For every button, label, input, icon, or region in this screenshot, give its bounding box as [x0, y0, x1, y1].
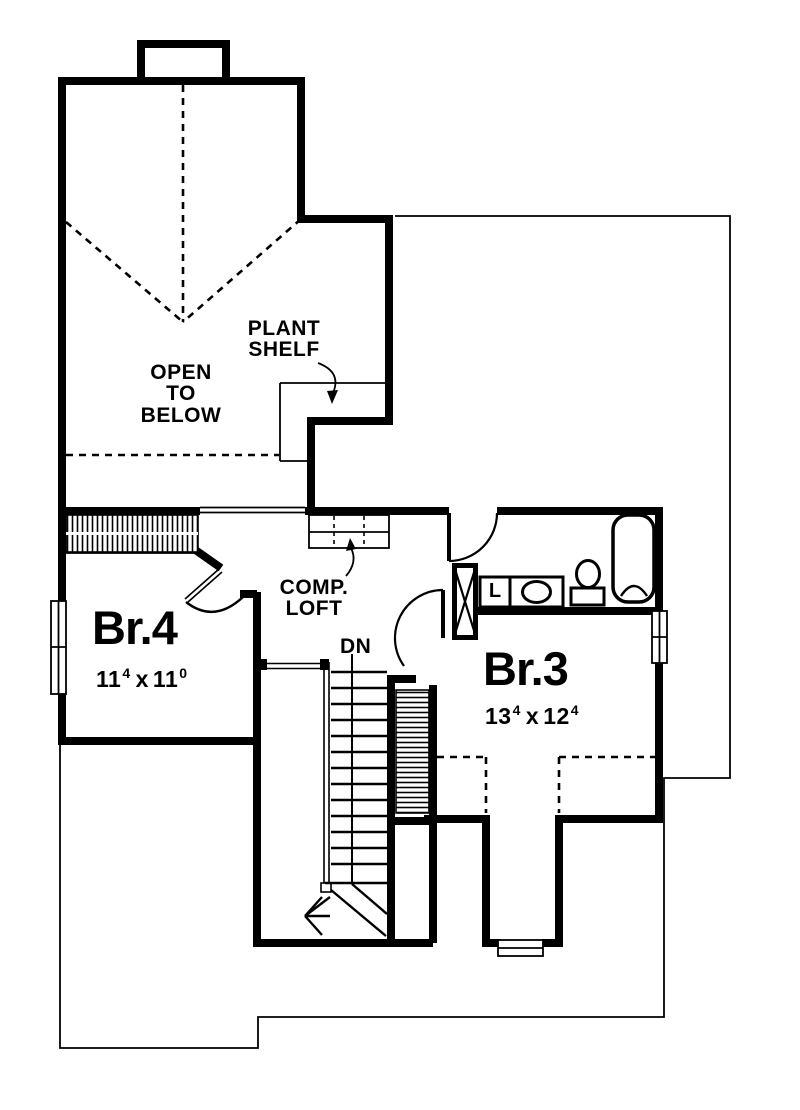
label-open-to-below: OPEN TO BELOW [140, 361, 222, 427]
roof-outline [59, 215, 731, 1049]
closet-br3 [395, 689, 430, 814]
br3-dim-a: 13 [485, 703, 512, 729]
window-br3-side [651, 610, 668, 664]
br4-dim-a-sup: 4 [122, 665, 131, 681]
room-name-br4: Br.4 [92, 601, 178, 654]
walls [58, 40, 663, 947]
stair-winders [330, 883, 388, 937]
label-comp-loft: COMP. LOFT [279, 576, 349, 621]
room-name-br3: Br.3 [483, 642, 569, 695]
plant-shelf-arrow [317, 362, 337, 394]
label-down: DN [340, 635, 372, 658]
bathtub [611, 513, 656, 604]
dashed-roof-lines [65, 85, 655, 813]
chase-box [452, 563, 478, 640]
br3-dim-a-sup: 4 [512, 702, 521, 718]
br4-dim-b: 11 [152, 666, 179, 692]
br3-dim-b: 12 [543, 703, 570, 729]
label-plant-shelf: PLANT SHELF [247, 317, 321, 362]
windows [50, 600, 668, 957]
br4-dim-a: 11 [96, 666, 122, 692]
plant-shelf-lines [200, 382, 385, 514]
label-linen: L [488, 580, 502, 602]
stair-railing [262, 662, 327, 670]
door-bathroom [447, 512, 499, 563]
br4-dim-sep: x [135, 666, 149, 692]
br3-dim-b-sup: 4 [570, 702, 580, 718]
chimney [137, 40, 230, 77]
toilet [569, 559, 606, 607]
door-br4 [184, 568, 244, 614]
closet-br4 [65, 514, 199, 554]
comp-loft-arrow [345, 547, 355, 577]
door-br3 [393, 588, 445, 667]
br3-dim-sep: x [525, 703, 540, 729]
bathroom-fixtures [478, 513, 656, 609]
annotation-arrows [317, 362, 356, 577]
window-br4 [50, 600, 67, 695]
stair-direction-arrow [304, 896, 331, 936]
doors [184, 512, 499, 667]
br4-dim-b-sup: 0 [179, 665, 188, 681]
staircase [258, 654, 388, 937]
window-br3-dormer [497, 939, 544, 957]
vanity-sink [508, 575, 565, 609]
linen-cabinet [478, 575, 512, 609]
